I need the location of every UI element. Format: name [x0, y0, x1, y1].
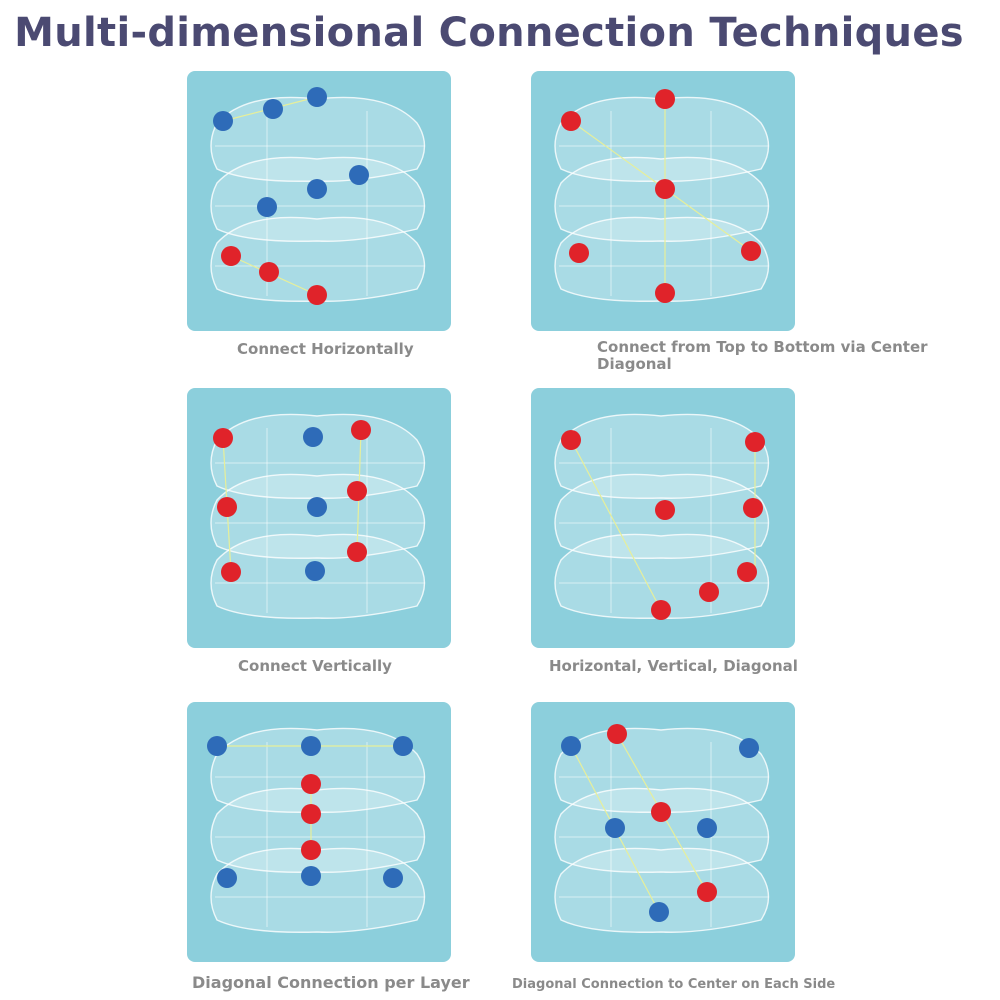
blue-bead — [393, 736, 413, 756]
red-bead — [221, 246, 241, 266]
panel-horizontal-vertical-diagonal — [531, 388, 795, 648]
red-bead — [213, 428, 233, 448]
red-bead — [307, 285, 327, 305]
blue-bead — [305, 561, 325, 581]
red-bead — [745, 432, 765, 452]
panel-connect-horizontally — [187, 71, 451, 331]
red-bead — [561, 430, 581, 450]
blue-bead — [301, 736, 321, 756]
blue-bead — [697, 818, 717, 838]
red-bead — [699, 582, 719, 602]
blue-bead — [349, 165, 369, 185]
red-bead — [655, 500, 675, 520]
caption-diagonal-per-layer: Diagonal Connection per Layer — [192, 973, 470, 992]
caption-top-bottom-center-diagonal: Connect from Top to Bottom via Center Di… — [597, 338, 928, 373]
red-bead — [301, 774, 321, 794]
red-bead — [259, 262, 279, 282]
red-bead — [651, 802, 671, 822]
blue-bead — [303, 427, 323, 447]
blue-bead — [561, 736, 581, 756]
page-title: Multi-dimensional Connection Techniques — [14, 10, 964, 56]
caption-connect-vertically: Connect Vertically — [238, 657, 392, 675]
blue-bead — [301, 866, 321, 886]
panel-diagonal-to-center-each-side — [531, 702, 795, 962]
blue-bead — [383, 868, 403, 888]
blue-bead — [257, 197, 277, 217]
blue-bead — [307, 179, 327, 199]
blue-bead — [307, 497, 327, 517]
red-bead — [569, 243, 589, 263]
caption-horizontal-vertical-diagonal: Horizontal, Vertical, Diagonal — [549, 657, 798, 675]
red-bead — [741, 241, 761, 261]
red-bead — [221, 562, 241, 582]
red-bead — [607, 724, 627, 744]
red-bead — [651, 600, 671, 620]
red-bead — [697, 882, 717, 902]
caption-diagonal-to-center-each-side: Diagonal Connection to Center on Each Si… — [512, 977, 836, 992]
caption-connect-horizontally: Connect Horizontally — [237, 340, 414, 358]
blue-bead — [307, 87, 327, 107]
blue-bead — [649, 902, 669, 922]
panel-connect-vertically — [187, 388, 451, 648]
red-bead — [301, 840, 321, 860]
tic-tac-toe-3d-board-vertical — [210, 413, 426, 619]
blue-bead — [263, 99, 283, 119]
tic-tac-toe-3d-board-center-diagonal — [554, 89, 770, 303]
blue-bead — [207, 736, 227, 756]
red-bead — [655, 179, 675, 199]
red-bead — [347, 542, 367, 562]
red-bead — [351, 420, 371, 440]
red-bead — [737, 562, 757, 582]
tic-tac-toe-3d-board-diagonal-per-layer — [207, 727, 426, 933]
red-bead — [301, 804, 321, 824]
red-bead — [561, 111, 581, 131]
red-bead — [655, 283, 675, 303]
panel-top-bottom-center-diagonal — [531, 71, 795, 331]
tic-tac-toe-3d-board-diagonal-center-side — [554, 724, 770, 933]
red-bead — [743, 498, 763, 518]
panel-diagonal-per-layer — [187, 702, 451, 962]
blue-bead — [213, 111, 233, 131]
red-bead — [655, 89, 675, 109]
red-bead — [217, 497, 237, 517]
tic-tac-toe-3d-board-horizontal — [210, 87, 426, 305]
tic-tac-toe-3d-board-mixed — [554, 413, 770, 620]
blue-bead — [739, 738, 759, 758]
red-bead — [347, 481, 367, 501]
blue-bead — [217, 868, 237, 888]
blue-bead — [605, 818, 625, 838]
